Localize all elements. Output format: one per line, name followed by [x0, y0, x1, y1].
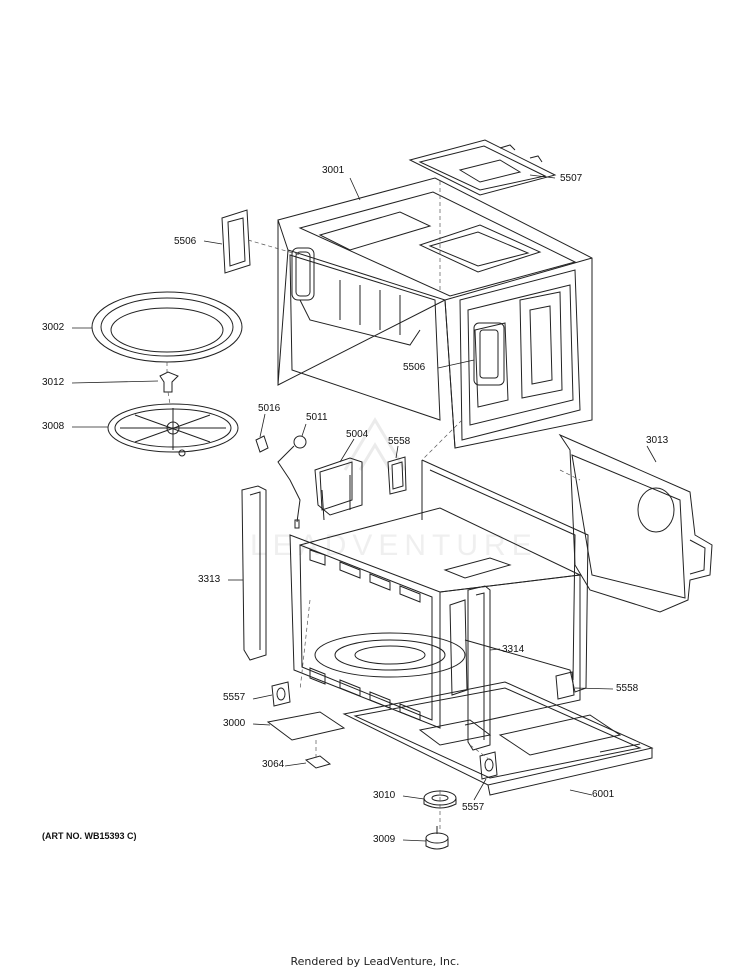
bracket-5004 [314, 457, 363, 521]
gasket-5506-left [221, 209, 251, 274]
top-cover-5507 [408, 139, 557, 196]
part-label-5016: 5016 [258, 403, 281, 414]
part-label-3313: 3313 [198, 574, 221, 585]
shield-3064 [304, 755, 332, 769]
part-label-5507: 5507 [560, 173, 583, 184]
outer-case-3001 [277, 177, 593, 449]
part-label-3001: 3001 [322, 165, 345, 176]
lamp-5011 [277, 435, 307, 529]
cover-5558-lower [555, 671, 575, 700]
part-label-3010: 3010 [373, 790, 396, 801]
part-label-3064: 3064 [262, 759, 285, 770]
footer-credit: Rendered by LeadVenture, Inc. [290, 955, 460, 968]
rail-3313 [241, 485, 267, 661]
roller-ring-3008 [107, 403, 239, 457]
part-label-5558-lower: 5558 [616, 683, 639, 694]
part-label-3008: 3008 [42, 421, 65, 432]
side-panel-3013 [558, 433, 713, 613]
leader-lines [71, 174, 657, 842]
part-label-5557-right: 5557 [462, 802, 485, 813]
plate-3000 [266, 711, 346, 741]
part-label-3009: 3009 [373, 834, 396, 845]
part-label-3002: 3002 [42, 322, 65, 333]
part-label-5004: 5004 [346, 429, 369, 440]
motor-3009 [425, 826, 449, 850]
base-6001 [342, 681, 654, 796]
switch-5016 [255, 435, 269, 453]
part-label-3013: 3013 [646, 435, 669, 446]
part-label-5558-upper: 5558 [388, 436, 411, 447]
part-label-5557-left: 5557 [223, 692, 246, 703]
part-label-6001: 6001 [592, 789, 615, 800]
part-label-3000: 3000 [223, 718, 246, 729]
gasket-5506-right [473, 322, 505, 386]
rail-3314 [467, 585, 491, 751]
part-label-5506-left: 5506 [174, 236, 197, 247]
inner-cavity [289, 459, 589, 729]
cover-5558-upper [387, 456, 407, 495]
bracket-5557-left [271, 681, 291, 707]
part-label-3314: 3314 [502, 644, 525, 655]
glass-tray-3002 [91, 291, 243, 363]
assembly-lines [166, 180, 581, 830]
svg-text:LEADVENTURE: LEADVENTURE [250, 529, 538, 562]
part-label-5506-right: 5506 [403, 362, 426, 373]
coupler-3012 [159, 371, 179, 393]
part-label-3012: 3012 [42, 377, 65, 388]
art-number-note: (ART NO. WB15393 C) [42, 831, 137, 841]
watermark-logo: LEADVENTURE [250, 417, 538, 562]
part-label-5011: 5011 [306, 412, 328, 423]
